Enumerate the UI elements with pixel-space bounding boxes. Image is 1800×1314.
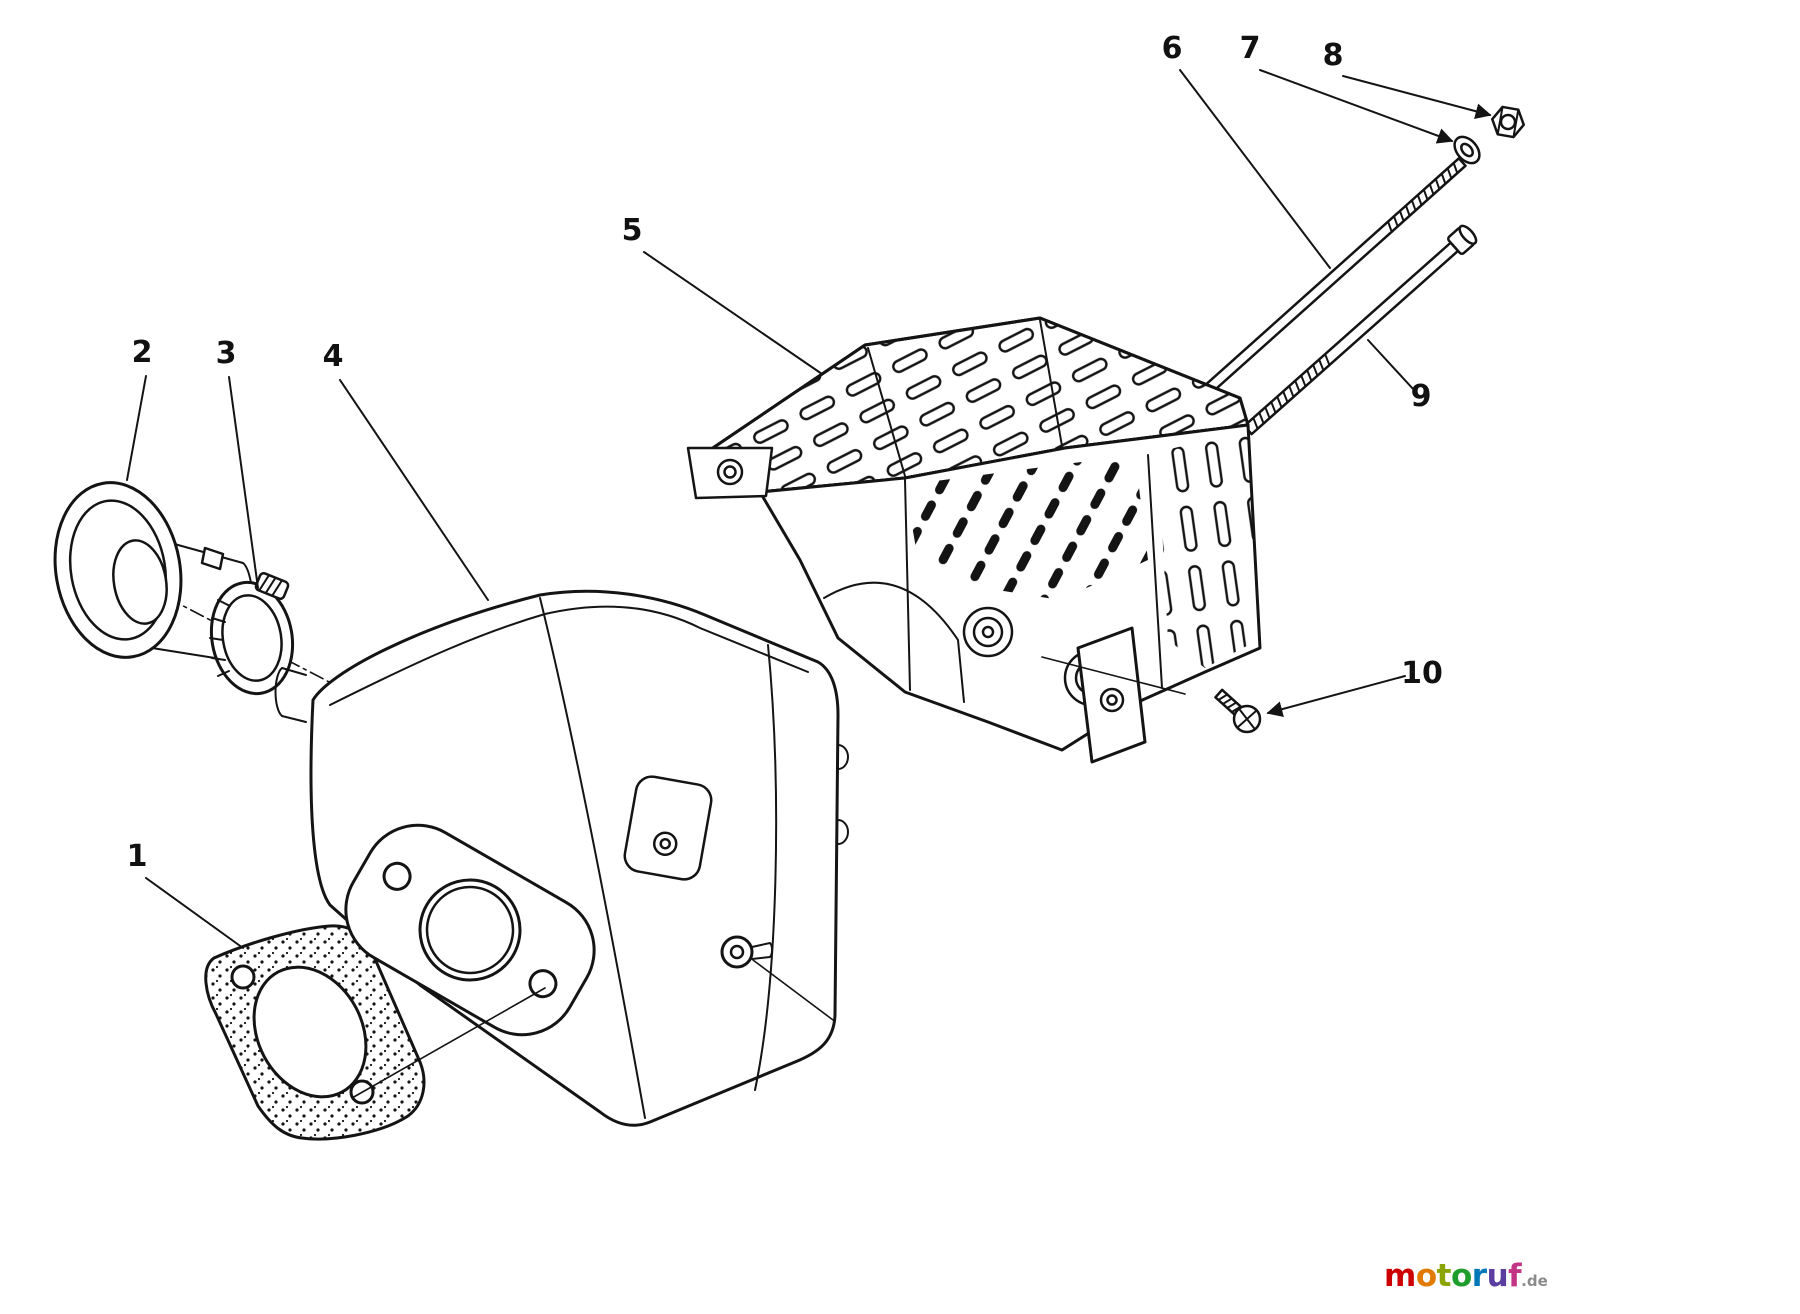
watermark-letter: t xyxy=(1436,1258,1452,1294)
muffler-body xyxy=(274,589,849,1127)
watermark-letter: r xyxy=(1471,1258,1487,1294)
part-label-1: 1 xyxy=(127,839,148,874)
part-label-7: 7 xyxy=(1240,31,1261,66)
muffler-side-plate xyxy=(623,775,713,881)
bolt-short xyxy=(1243,224,1478,436)
alignment-line xyxy=(752,959,834,1021)
shield-slot-area xyxy=(1158,430,1258,668)
leader-lines xyxy=(126,69,1492,949)
exhaust-deflector xyxy=(53,481,255,664)
washer xyxy=(1453,135,1481,165)
gasket-center-hole xyxy=(252,965,368,1099)
shield-mounting-tab xyxy=(1076,626,1147,764)
watermark-letter: u xyxy=(1486,1258,1509,1294)
leader-8 xyxy=(1342,75,1492,120)
leader-10 xyxy=(1266,675,1406,717)
watermark-letter: o xyxy=(1415,1258,1437,1294)
leader-4 xyxy=(339,379,489,601)
part-labels: 1 2 3 4 5 6 7 8 9 10 xyxy=(127,31,1443,874)
part-label-6: 6 xyxy=(1162,31,1183,66)
shield-ear xyxy=(686,446,774,500)
gasket xyxy=(204,924,426,1141)
part-label-9: 9 xyxy=(1411,379,1432,414)
watermark-suffix: .de xyxy=(1521,1272,1548,1290)
part-label-5: 5 xyxy=(622,213,643,248)
part-label-8: 8 xyxy=(1323,38,1344,73)
watermark-letter: o xyxy=(1450,1258,1472,1294)
hex-nut xyxy=(1490,105,1526,139)
alignment-line xyxy=(351,987,546,1099)
part-label-3: 3 xyxy=(216,336,237,371)
leader-7 xyxy=(1259,69,1454,144)
gasket-bolt-hole xyxy=(230,964,256,990)
watermark-letter: f xyxy=(1508,1258,1522,1294)
shield-grommet xyxy=(962,606,1014,658)
leader-5 xyxy=(643,251,823,375)
leader-9 xyxy=(1367,339,1415,391)
clamp-screw-housing xyxy=(254,571,290,601)
leader-2 xyxy=(126,375,147,481)
heat-shield xyxy=(686,316,1262,764)
muffler-drain-plug xyxy=(720,935,774,969)
leader-6 xyxy=(1179,69,1331,269)
leader-1 xyxy=(145,877,244,949)
screw xyxy=(1214,688,1262,734)
part-label-10: 10 xyxy=(1401,656,1443,691)
muffler-flange xyxy=(344,823,596,1037)
watermark-logo: motoruf.de xyxy=(1384,1258,1548,1294)
leader-3 xyxy=(228,376,259,589)
tab-centerline xyxy=(1041,656,1186,695)
part-label-4: 4 xyxy=(323,339,344,374)
hose-clamp xyxy=(209,571,295,696)
part-label-2: 2 xyxy=(132,335,153,370)
watermark-letter: m xyxy=(1384,1258,1416,1294)
deflector-slot xyxy=(200,546,225,571)
shield-louver-area xyxy=(905,455,1148,600)
